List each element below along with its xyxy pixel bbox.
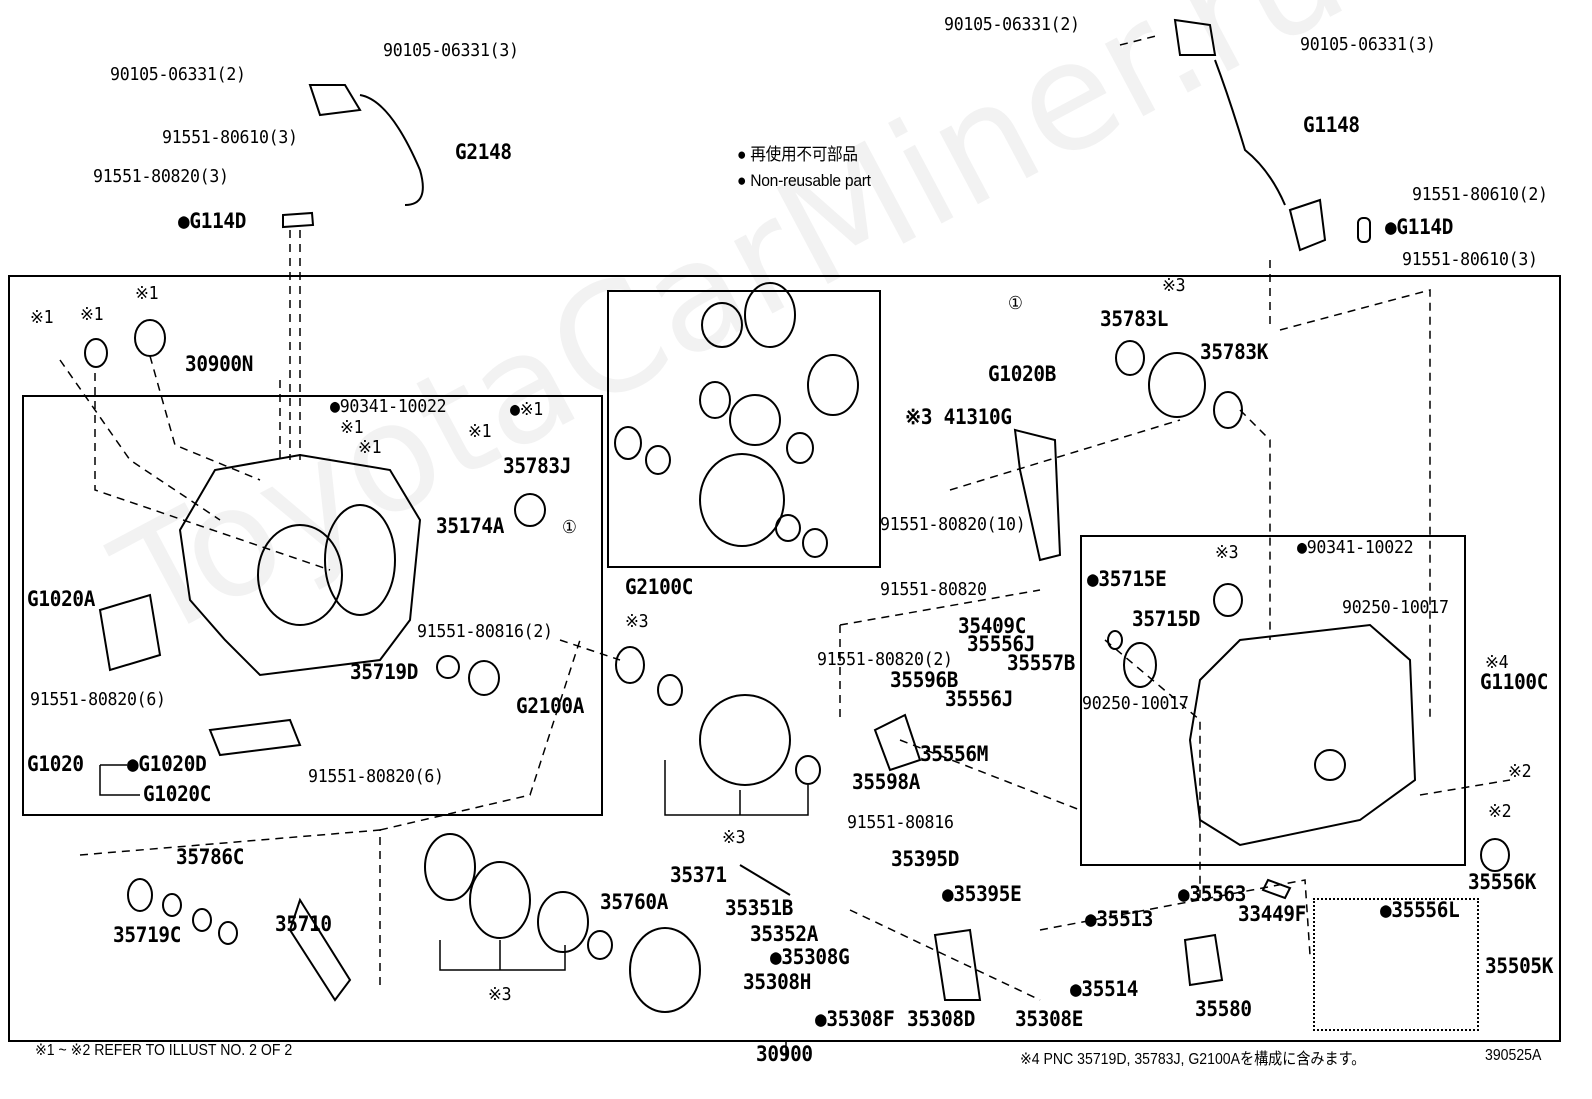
part-label[interactable]: G2100A: [516, 694, 585, 718]
part-label[interactable]: G1020B: [988, 362, 1057, 386]
part-label[interactable]: 91551-80820(3): [93, 166, 229, 187]
part-label[interactable]: 35308D: [907, 1007, 976, 1031]
part-label[interactable]: ※1: [468, 421, 492, 442]
part-label[interactable]: G1020: [27, 752, 84, 776]
part-label[interactable]: ●G114D: [178, 209, 247, 233]
part-label[interactable]: 90105-06331(2): [110, 64, 246, 85]
part-label[interactable]: ※3: [722, 827, 746, 848]
part-label[interactable]: ※3: [625, 611, 649, 632]
part-label[interactable]: 30900: [756, 1042, 813, 1066]
part-label[interactable]: 35556K: [1468, 870, 1537, 894]
part-label[interactable]: 35395D: [891, 847, 960, 871]
part-label[interactable]: 35174A: [436, 514, 505, 538]
part-label[interactable]: ※1: [358, 437, 382, 458]
part-label[interactable]: 35556J: [967, 632, 1036, 656]
part-label[interactable]: ●※1: [510, 399, 543, 420]
part-label[interactable]: ※3: [1215, 542, 1239, 563]
part-label[interactable]: 90250-10017: [1342, 597, 1449, 618]
part-label[interactable]: ●G114D: [1385, 215, 1454, 239]
part-label[interactable]: 90250-10017: [1082, 693, 1189, 714]
footer-pnc-note: ※4 PNC 35719D, 35783J, G2100Aを構成に含みます。: [1020, 1051, 1366, 1068]
part-label[interactable]: G1148: [1303, 113, 1360, 137]
part-label[interactable]: ●35514: [1070, 977, 1139, 1001]
part-label[interactable]: 35715D: [1132, 607, 1201, 631]
part-label[interactable]: 35351B: [725, 896, 794, 920]
part-label[interactable]: ※2: [1488, 801, 1512, 822]
part-label[interactable]: ●35715E: [1087, 567, 1167, 591]
part-label[interactable]: 35760A: [600, 890, 669, 914]
part-label[interactable]: 90105-06331(2): [944, 14, 1080, 35]
part-label[interactable]: ●35513: [1085, 907, 1154, 931]
part-label[interactable]: ※1: [135, 283, 159, 304]
part-label[interactable]: ●35308G: [770, 945, 850, 969]
part-label[interactable]: 91551-80820(2): [817, 649, 953, 670]
part-label[interactable]: 35596B: [890, 668, 959, 692]
part-label[interactable]: ●35556L: [1380, 898, 1460, 922]
part-label[interactable]: 91551-80820(6): [30, 689, 166, 710]
part-label[interactable]: ①: [562, 517, 577, 538]
rear-case-box: [1080, 535, 1466, 866]
part-label[interactable]: ●90341-10022: [330, 396, 447, 417]
legend-jp: ● 再使用不可部品: [737, 145, 858, 164]
part-label[interactable]: 35719C: [113, 923, 182, 947]
part-label[interactable]: 91551-80820: [880, 579, 987, 600]
part-label[interactable]: 91551-80820(10): [880, 514, 1026, 535]
part-label[interactable]: 35409C: [958, 614, 1027, 638]
part-label[interactable]: 35719D: [350, 660, 419, 684]
part-label[interactable]: 91551-80610(2): [1412, 184, 1548, 205]
part-label[interactable]: ●35563: [1178, 882, 1247, 906]
part-label[interactable]: 35556J: [945, 687, 1014, 711]
part-label[interactable]: 35557B: [1007, 651, 1076, 675]
part-label[interactable]: G1020A: [27, 587, 96, 611]
part-label[interactable]: 35505K: [1485, 954, 1554, 978]
part-label[interactable]: 91551-80610(3): [162, 127, 298, 148]
part-label[interactable]: ※3: [488, 984, 512, 1005]
part-label[interactable]: ●G1020D: [127, 752, 207, 776]
part-label[interactable]: 91551-80816: [847, 812, 954, 833]
legend-en: ● Non-reusable part: [737, 171, 871, 190]
front-case-box: [22, 395, 603, 816]
part-label[interactable]: G2148: [455, 140, 512, 164]
part-label[interactable]: ※1: [30, 307, 54, 328]
sensor-kit-box: [1313, 898, 1479, 1031]
part-label[interactable]: 35352A: [750, 922, 819, 946]
part-label[interactable]: ●90341-10022: [1297, 537, 1414, 558]
part-label[interactable]: 91551-80816(2): [417, 621, 553, 642]
part-label[interactable]: G2100C: [625, 575, 694, 599]
part-label[interactable]: 35783J: [503, 454, 572, 478]
gear-kit-box: [607, 290, 881, 568]
part-label[interactable]: 91551-80820(6): [308, 766, 444, 787]
part-label[interactable]: ※2: [1508, 761, 1532, 782]
part-label[interactable]: 35556M: [920, 742, 989, 766]
main-assembly-box: [8, 275, 1561, 1042]
footer-refer-note: ※1 ~ ※2 REFER TO ILLUST NO. 2 OF 2: [35, 1042, 293, 1059]
part-label[interactable]: 35783L: [1100, 307, 1169, 331]
part-label[interactable]: ※3 41310G: [905, 405, 1012, 429]
part-label[interactable]: ※1: [80, 304, 104, 325]
illustration-code: 390525A: [1485, 1047, 1542, 1064]
part-label[interactable]: ※3: [1162, 275, 1186, 296]
part-label[interactable]: G1100C: [1480, 670, 1549, 694]
part-label[interactable]: 90105-06331(3): [383, 40, 519, 61]
part-label[interactable]: 35598A: [852, 770, 921, 794]
part-label[interactable]: 91551-80610(3): [1402, 249, 1538, 270]
part-label[interactable]: 35786C: [176, 845, 245, 869]
part-label[interactable]: 35308H: [743, 970, 812, 994]
part-label[interactable]: 35783K: [1200, 340, 1269, 364]
part-label[interactable]: ※4: [1485, 652, 1509, 673]
part-label[interactable]: 35308E: [1015, 1007, 1084, 1031]
part-label[interactable]: 33449F: [1238, 902, 1307, 926]
part-label[interactable]: 30900N: [185, 352, 254, 376]
part-label[interactable]: ※1: [340, 417, 364, 438]
part-label[interactable]: ●35395E: [942, 882, 1022, 906]
part-label[interactable]: ①: [1008, 293, 1023, 314]
part-label[interactable]: 90105-06331(3): [1300, 34, 1436, 55]
part-label[interactable]: 35371: [670, 863, 727, 887]
part-label[interactable]: G1020C: [143, 782, 212, 806]
part-label[interactable]: ●35308F: [815, 1007, 895, 1031]
part-label[interactable]: 35580: [1195, 997, 1252, 1021]
part-label[interactable]: 35710: [275, 912, 332, 936]
